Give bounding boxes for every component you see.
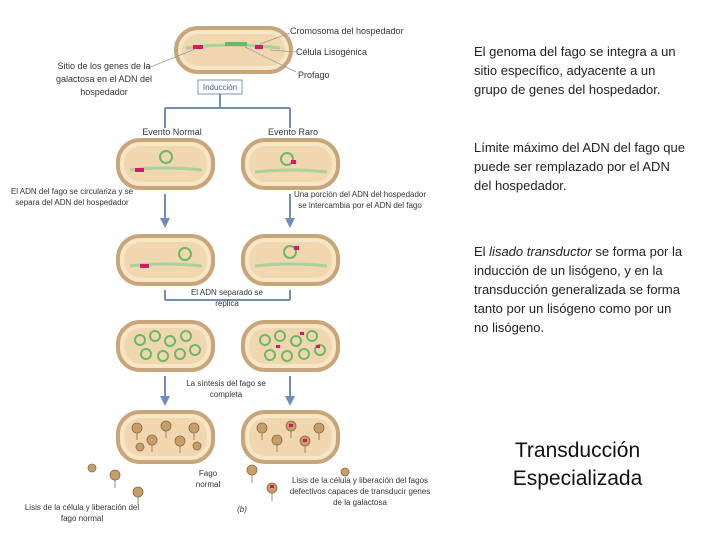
lysogenic-cell-label: Célula Lisogénica — [296, 47, 368, 57]
rare-cell-row2 — [241, 138, 340, 190]
dna-replicates-label: El ADN separado se replica — [190, 288, 264, 308]
rare-cell-row3 — [241, 234, 340, 286]
prophage-segment — [225, 42, 247, 46]
host-dna-exchanged-label: Una porción del ADN del hospedador se in… — [293, 190, 427, 210]
prophage-label: Profago — [298, 70, 330, 80]
normal-event-label: Evento Normal — [142, 127, 202, 137]
page-title: Transducción Especializada — [512, 439, 643, 490]
released-normal-phages — [87, 463, 144, 505]
normal-cell-row2 — [116, 138, 215, 190]
panel-label: (b) — [237, 505, 247, 514]
normal-phage-label: Fago normal — [195, 469, 221, 489]
lysogenic-cell — [174, 26, 293, 74]
normal-lysis-label: Lisis de la célula y liberación del fago… — [24, 503, 140, 523]
rare-cell-row5 — [241, 410, 340, 464]
defective-lysis-label: Lisis de la célula y liberación del fago… — [289, 476, 431, 507]
rare-cell-row4 — [241, 320, 340, 372]
lysate-text: El lisado transductor se forma por la in… — [474, 242, 689, 337]
synthesis-complete-label: La síntesis del fago se completa — [186, 379, 266, 399]
normal-cell-row5 — [116, 410, 215, 464]
phage-dna-circularizes-label: El ADN del fago se circulariza y se sepa… — [10, 187, 134, 207]
galactose-site-label: Sitio de los genes de la galactosa en el… — [55, 61, 153, 97]
rare-event-label: Evento Raro — [267, 127, 319, 137]
galactose-gene-2 — [255, 45, 263, 49]
normal-cell-row3 — [116, 234, 215, 286]
host-chromosome-label: Cromosoma del hospedador — [290, 26, 404, 36]
specialized-transduction-diagram — [87, 26, 350, 505]
induction-label: Inducción — [202, 83, 238, 92]
released-defective-phages — [246, 464, 350, 501]
max-limit-text: Límite máximo del ADN del fago que puede… — [474, 140, 685, 193]
lysate-prefix: El — [474, 244, 490, 259]
lysate-rest: se forma por la inducción de un lisógeno… — [474, 244, 683, 335]
galactose-gene — [193, 45, 203, 49]
genome-integrates-text: El genoma del fago se integra a un sitio… — [474, 44, 676, 97]
lysate-term: lisado transductor — [489, 244, 592, 259]
normal-cell-row4 — [116, 320, 215, 372]
